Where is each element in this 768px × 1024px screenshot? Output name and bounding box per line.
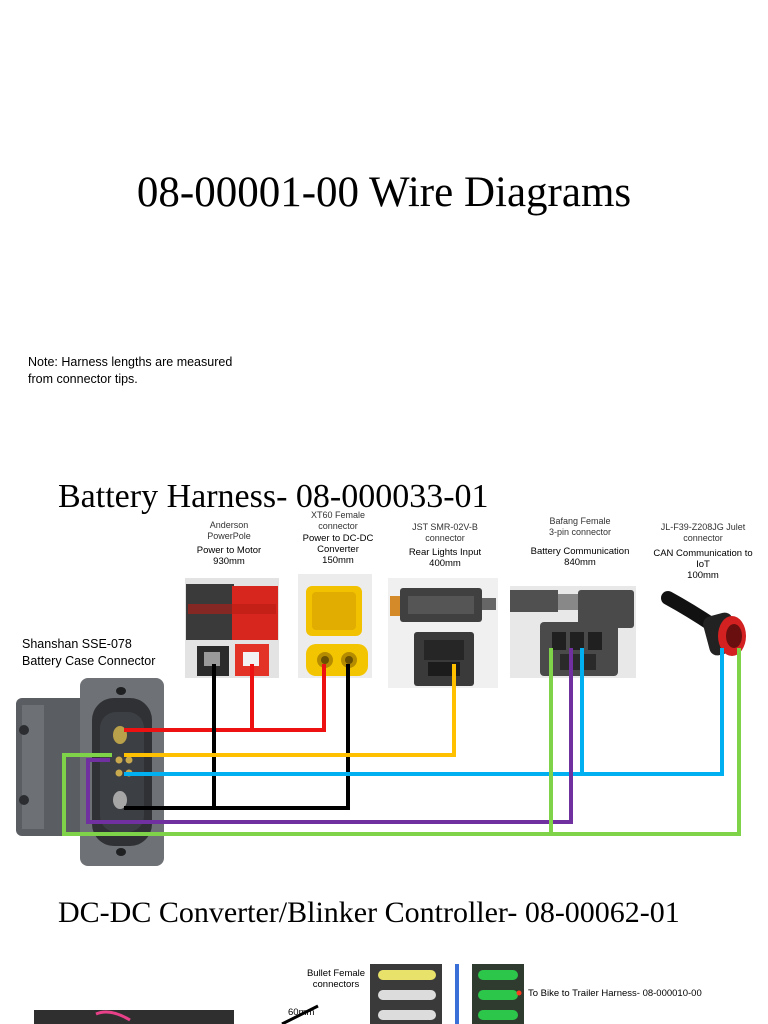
battery-harness-title: Battery Harness- 08-000033-01 <box>58 478 489 515</box>
connector-label-xt60: XT60 Female connector Power to DC-DC Con… <box>296 510 380 566</box>
connector-name-line2: connector <box>425 533 465 543</box>
connector-name-line2: connector <box>318 521 358 531</box>
connector-function: Battery Communication <box>530 546 630 557</box>
julet-connector-image <box>661 591 746 656</box>
connector-label-jst: JST SMR-02V-B connector Rear Lights Inpu… <box>395 522 495 569</box>
bafang-connector-image <box>510 586 636 678</box>
connector-label-bafang: Bafang Female 3-pin connector Battery Co… <box>516 516 644 568</box>
anderson-connector-image <box>185 578 279 678</box>
purple-wire <box>86 648 573 824</box>
case-connector-name: Shanshan SSE-078 <box>22 637 132 651</box>
connector-length: 840mm <box>564 557 596 568</box>
blue-wire <box>124 648 724 776</box>
connector-length: 930mm <box>213 556 245 567</box>
page-title: 08-00001-00 Wire Diagrams <box>136 169 632 216</box>
bullet-connectors-label: Bullet Female connectors <box>306 968 366 990</box>
connector-label-anderson: Anderson PowerPole Power to Motor 930mm <box>186 520 272 567</box>
connector-function: Power to DC-DC Converter <box>302 533 374 555</box>
connector-name-line1: Anderson <box>209 520 249 530</box>
connector-name-line2: PowerPole <box>207 531 251 541</box>
black-wire <box>124 664 350 810</box>
case-connector-label: Shanshan SSE-078 Battery Case Connector <box>22 636 182 670</box>
connector-name-line1: JL-F39-Z208JG Julet <box>660 522 746 532</box>
trailer-harness-label: To Bike to Trailer Harness- 08-000010-00 <box>528 988 702 999</box>
connector-name-line1: Bafang Female <box>549 516 611 526</box>
connector-label-julet: JL-F39-Z208JG Julet connector CAN Commun… <box>650 522 756 581</box>
xt60-connector-image <box>298 574 372 678</box>
harness-note: Note: Harness lengths are measured from … <box>28 355 233 386</box>
wires <box>62 648 741 836</box>
green-wire <box>62 648 741 836</box>
connector-length: 150mm <box>322 555 354 566</box>
connector-function: CAN Communication to IoT <box>653 548 753 570</box>
battery-case-connector-image <box>16 678 164 866</box>
connector-name-line2: connector <box>683 533 723 543</box>
dcdc-section-title: DC-DC Converter/Blinker Controller- 08-0… <box>58 896 680 929</box>
jst-connector-image <box>388 578 498 688</box>
length-label: 60mm <box>288 1007 315 1018</box>
connector-name-line2: 3-pin connector <box>548 527 612 537</box>
connector-name-line1: JST SMR-02V-B <box>412 522 478 532</box>
connector-name-line1: XT60 Female <box>310 510 366 520</box>
red-wire <box>124 664 326 732</box>
dcdc-graphics <box>34 964 524 1024</box>
yellow-wire <box>124 664 456 757</box>
connector-function: Rear Lights Input <box>408 547 482 558</box>
case-connector-desc: Battery Case Connector <box>22 654 156 668</box>
connector-function: Power to Motor <box>196 545 262 556</box>
connector-length: 100mm <box>687 570 719 581</box>
connector-length: 400mm <box>429 558 461 569</box>
